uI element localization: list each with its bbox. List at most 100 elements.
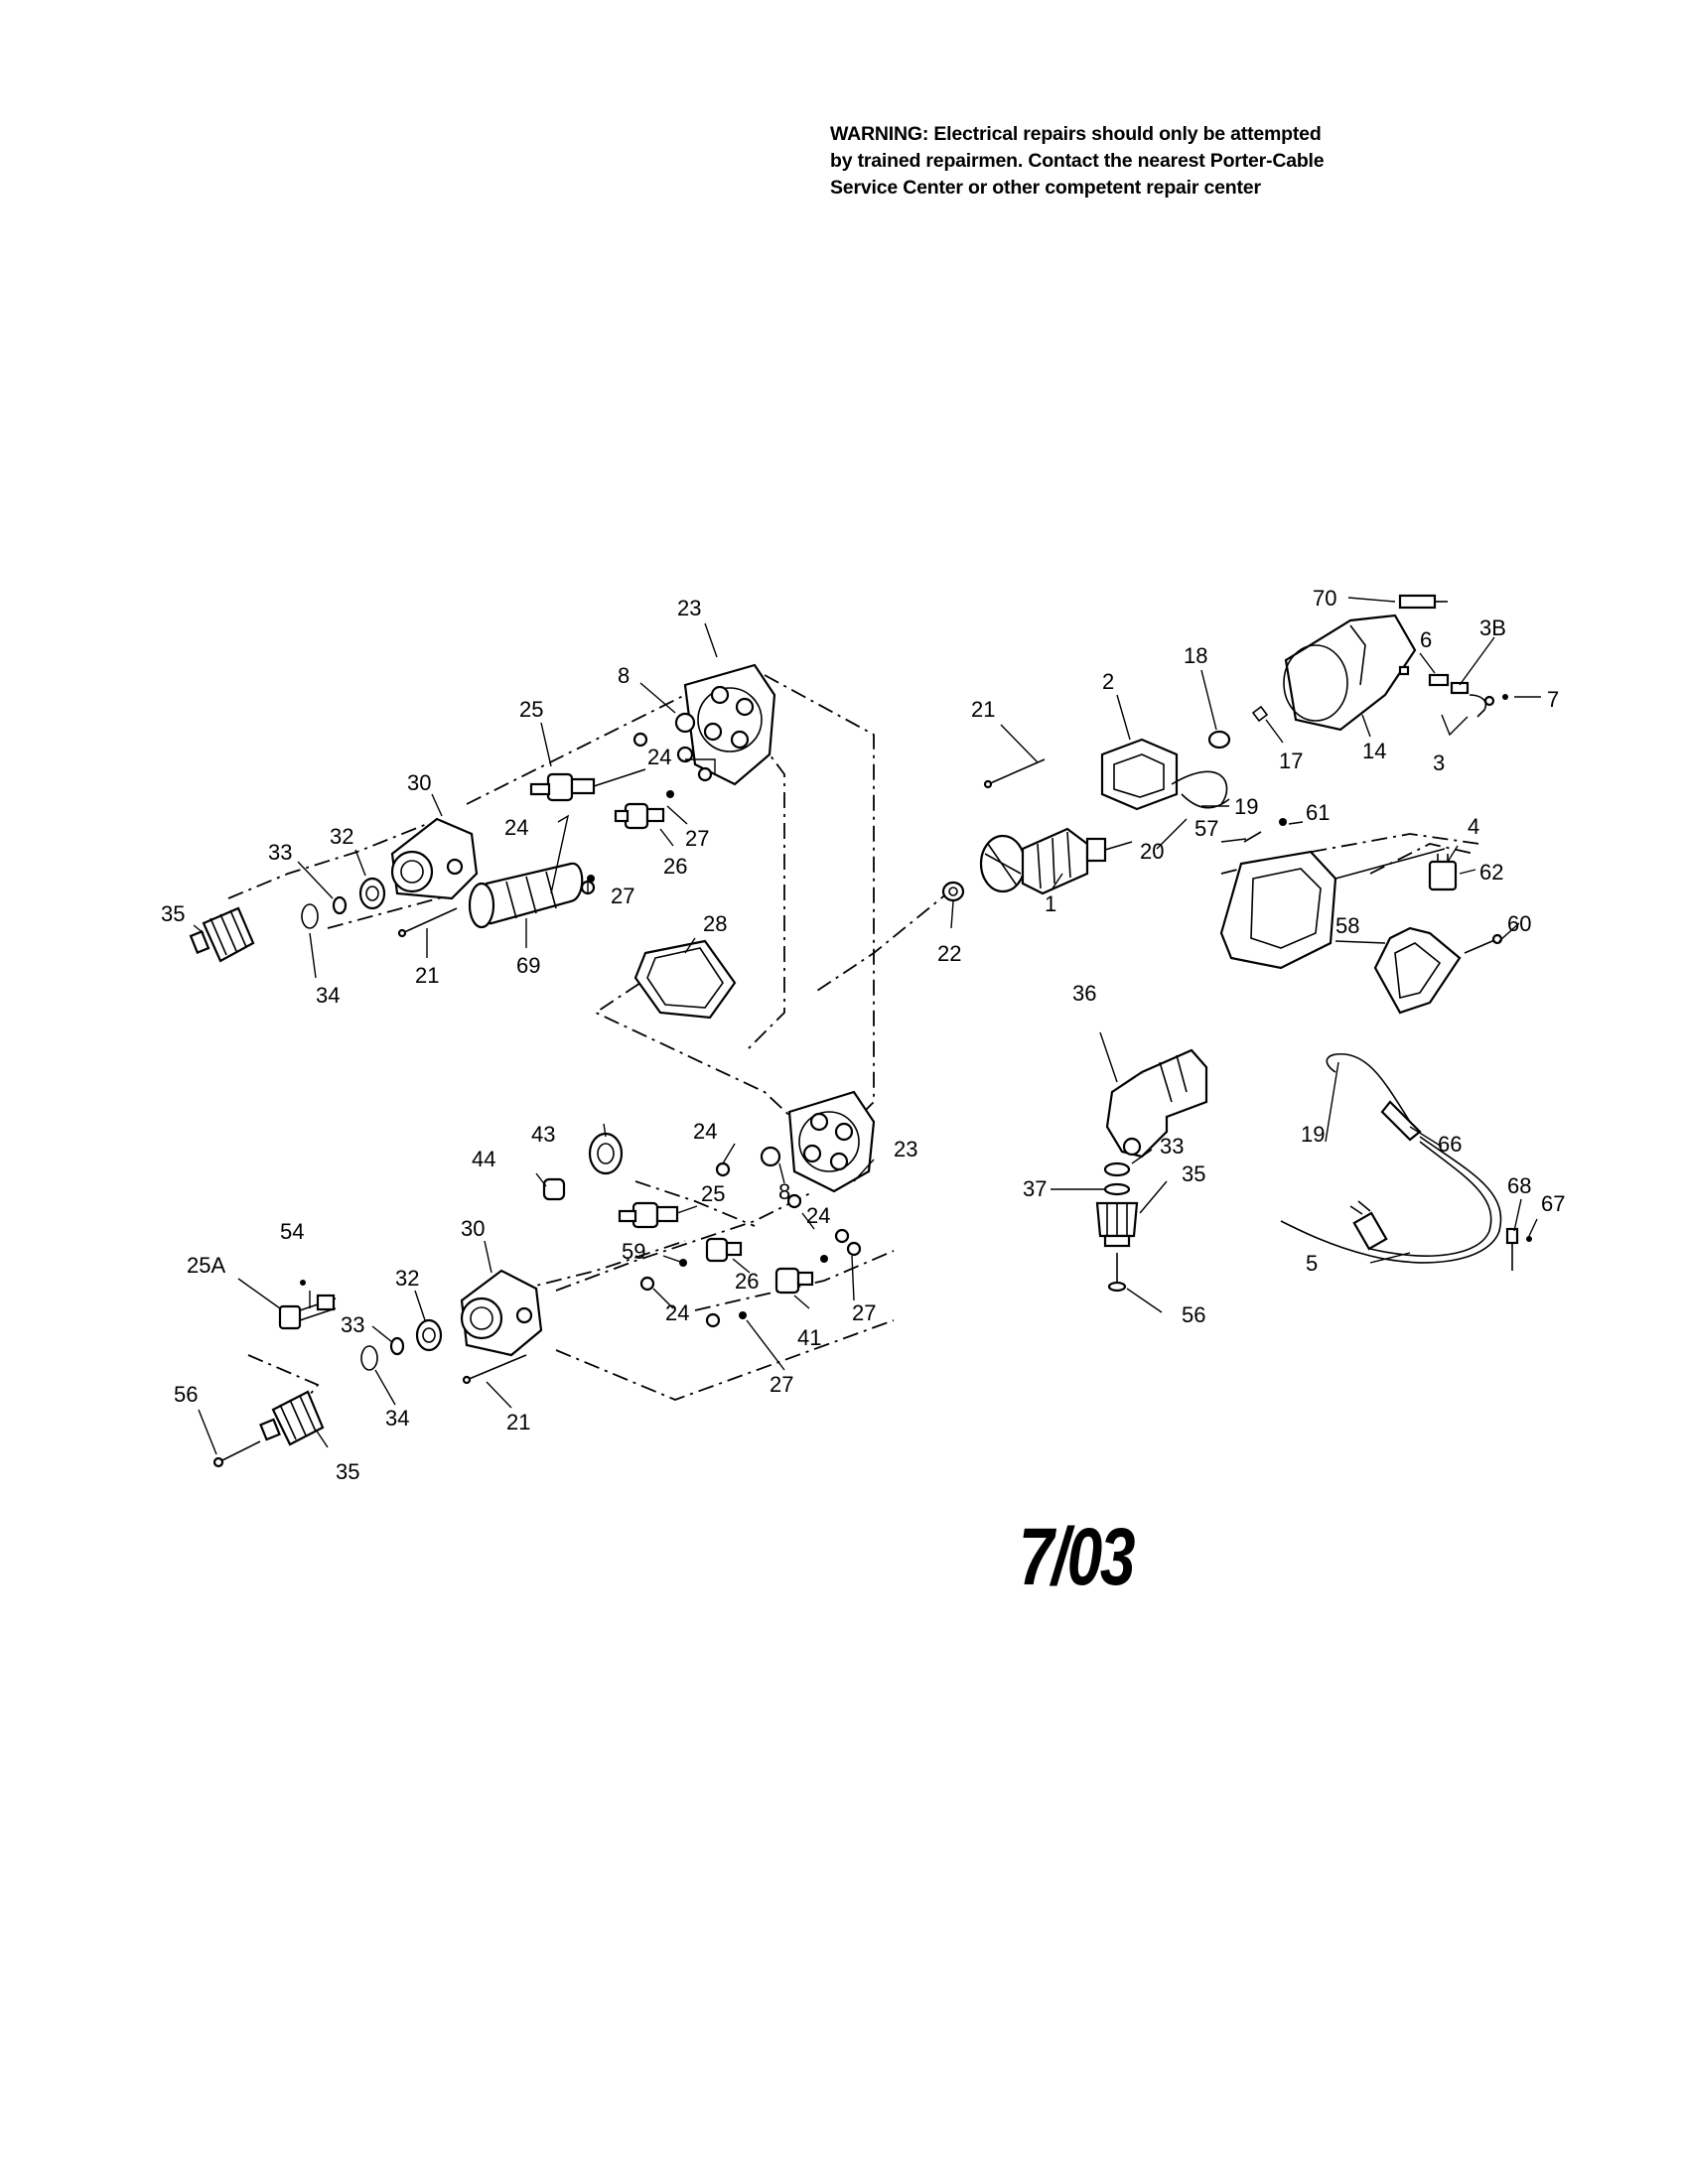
- bearing-32-top: [358, 877, 386, 910]
- label-56-bottom: 56: [174, 1382, 198, 1407]
- gear-41: [774, 1267, 814, 1295]
- label-28: 28: [703, 911, 727, 936]
- label-25-bottom: 25: [701, 1181, 725, 1206]
- label-24-top-b: 24: [504, 815, 528, 840]
- label-58: 58: [1335, 913, 1359, 938]
- screw-61: [1279, 818, 1287, 826]
- label-8-top: 8: [618, 663, 630, 688]
- label-69: 69: [516, 953, 540, 978]
- label-44: 44: [472, 1147, 495, 1171]
- label-43: 43: [531, 1122, 555, 1147]
- bearing-32-bottom: [415, 1318, 443, 1352]
- label-25-top: 25: [519, 697, 543, 722]
- armature-1: [979, 827, 1133, 895]
- label-36: 36: [1072, 981, 1096, 1006]
- label-5: 5: [1306, 1251, 1318, 1276]
- label-18: 18: [1184, 643, 1207, 668]
- gear-43: [588, 1132, 624, 1175]
- label-27-top-a: 27: [685, 826, 709, 851]
- gear-25-bottom: [618, 1201, 679, 1229]
- label-4: 4: [1468, 814, 1479, 839]
- gasket-28: [633, 939, 737, 1020]
- motor-housing-14: [1283, 614, 1417, 732]
- label-57: 57: [1194, 816, 1218, 841]
- label-26-top: 26: [663, 854, 687, 879]
- screw-21-motor: [983, 758, 1046, 789]
- label-27-top-b: 27: [611, 884, 634, 908]
- label-21-top: 21: [415, 963, 439, 988]
- label-59: 59: [622, 1239, 645, 1264]
- washer-33-top: [332, 895, 348, 915]
- label-17: 17: [1279, 749, 1303, 773]
- label-6: 6: [1420, 627, 1432, 652]
- label-27-bottom-b: 27: [770, 1372, 793, 1397]
- label-3B: 3B: [1479, 615, 1506, 640]
- label-61: 61: [1306, 800, 1330, 825]
- cord-set-5: [1280, 1052, 1502, 1264]
- label-23-top: 23: [677, 596, 701, 620]
- brush-spring-17: [1251, 705, 1269, 723]
- label-34-bottom: 34: [385, 1406, 409, 1431]
- screw-57: [1243, 831, 1262, 843]
- label-70: 70: [1313, 586, 1336, 611]
- gear-housing-30-bottom: [460, 1269, 543, 1357]
- label-24-top-a: 24: [647, 745, 671, 769]
- gear-case-23-bottom: [787, 1090, 876, 1193]
- field-2: [1100, 738, 1228, 811]
- label-27-bottom-a: 27: [852, 1300, 876, 1325]
- label-34-top: 34: [316, 983, 340, 1008]
- chuck-35-top: [189, 906, 255, 963]
- label-19-bottom: 19: [1301, 1122, 1325, 1147]
- washer-33-bottom: [389, 1336, 405, 1356]
- gear-26-top: [614, 802, 665, 830]
- date-code: 7/03: [1019, 1512, 1135, 1602]
- washer-33-right: [1103, 1161, 1131, 1177]
- screw-56-right: [1107, 1253, 1127, 1293]
- label-24-bottom-c: 24: [665, 1300, 689, 1325]
- gear-25-top: [529, 768, 646, 802]
- cord-clamp-67-68: [1505, 1227, 1532, 1271]
- retaining-ring-34-bottom: [360, 1345, 378, 1371]
- screw-21-top: [397, 907, 458, 938]
- warning-notice: WARNING: Electrical repairs should only …: [830, 121, 1446, 202]
- right-angle-head-36: [1105, 1048, 1208, 1159]
- label-30-bottom: 30: [461, 1216, 485, 1241]
- label-66: 66: [1438, 1132, 1462, 1157]
- label-62: 62: [1479, 860, 1503, 885]
- label-67: 67: [1541, 1191, 1565, 1216]
- leader-lines: [193, 597, 1541, 1455]
- side-handle-69: [468, 862, 584, 929]
- warning-line-1: WARNING: Electrical repairs should only …: [830, 123, 1322, 145]
- label-21-motor: 21: [971, 697, 995, 722]
- label-32-bottom: 32: [395, 1266, 419, 1291]
- label-35-top: 35: [161, 901, 185, 926]
- switch-4: [1428, 854, 1458, 891]
- brush-holder-70: [1398, 594, 1448, 610]
- gear-housing-30-top: [390, 817, 479, 900]
- retaining-ring-34-top: [301, 903, 319, 929]
- label-37: 37: [1023, 1176, 1047, 1201]
- label-21-bottom: 21: [506, 1410, 530, 1434]
- label-68: 68: [1507, 1173, 1531, 1198]
- label-7: 7: [1547, 687, 1559, 712]
- label-33-bottom: 33: [341, 1312, 364, 1337]
- screw-60: [1464, 933, 1503, 954]
- label-23-bottom: 23: [894, 1137, 917, 1161]
- label-19-top: 19: [1234, 794, 1258, 819]
- label-1: 1: [1045, 891, 1056, 916]
- small-parts-bottom: [300, 1146, 862, 1328]
- warning-line-2: by trained repairmen. Contact the neares…: [830, 150, 1325, 172]
- bearing-22: [941, 881, 965, 902]
- bushing-44: [542, 1177, 566, 1201]
- label-60: 60: [1507, 911, 1531, 936]
- label-56-right: 56: [1182, 1302, 1205, 1327]
- label-24-bottom-b: 24: [806, 1203, 830, 1228]
- label-30-top: 30: [407, 770, 431, 795]
- label-3: 3: [1433, 751, 1445, 775]
- spindle-25A: [278, 1294, 337, 1330]
- handle-half-58: [1219, 848, 1446, 970]
- label-8-bottom: 8: [778, 1179, 790, 1204]
- label-54: 54: [280, 1219, 304, 1244]
